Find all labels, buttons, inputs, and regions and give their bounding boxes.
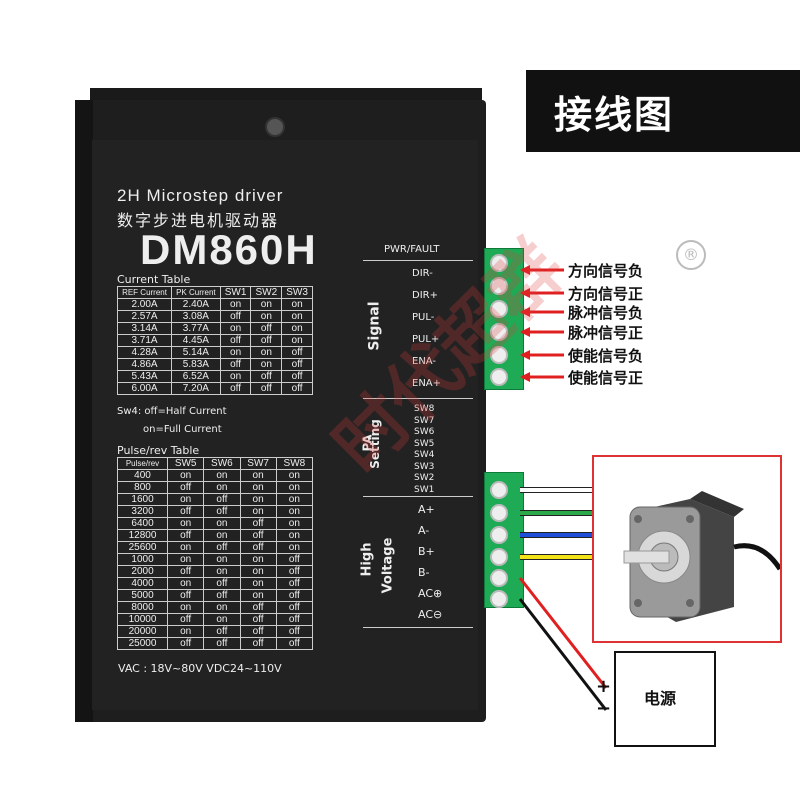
dip-switch-label: SW6 xyxy=(414,427,435,437)
table-cell: off xyxy=(275,637,314,650)
hv-pin-label: A+ xyxy=(418,503,435,516)
signal-arrow-head-icon xyxy=(520,265,530,275)
divider xyxy=(363,627,473,628)
dip-switch-label: SW3 xyxy=(414,461,435,472)
signal-arrow-head-icon xyxy=(520,288,530,298)
signal-pin-label: PUL+ xyxy=(412,334,440,345)
dip-switch-label: SW5 xyxy=(414,438,435,449)
signal-description-label: 方向信号负 xyxy=(568,262,644,280)
driver-subtitle: 数字步进电机驱动器 xyxy=(117,211,280,230)
dip-switch-label: SW4 xyxy=(414,450,435,460)
divider xyxy=(363,398,473,399)
signal-pin-label: DIR- xyxy=(412,268,433,279)
table-cell: off xyxy=(167,637,205,650)
power-supply-box: 电源 xyxy=(614,651,716,747)
power-plus-sign: + xyxy=(596,676,612,697)
terminal-screw-icon xyxy=(490,590,508,608)
table-cell: off xyxy=(239,637,277,650)
signal-terminal-block xyxy=(484,248,524,390)
signal-description-label: 使能信号负 xyxy=(568,347,644,365)
dip-switch-label: SW1 xyxy=(414,484,435,495)
sw4-note-2: on=Full Current xyxy=(143,424,222,435)
divider xyxy=(363,496,473,497)
signal-arrow-head-icon xyxy=(520,327,530,337)
signal-pin-label: PUL- xyxy=(412,312,435,323)
table-cell: off xyxy=(250,382,283,395)
hv-pin-label: A- xyxy=(418,524,430,537)
pulse-table-title: Pulse/rev Table xyxy=(117,444,200,457)
stepper-motor-icon xyxy=(623,491,783,622)
terminal-screw-icon xyxy=(490,548,508,566)
stepper-motor-image xyxy=(592,455,783,643)
registered-mark-icon: ® xyxy=(676,240,706,270)
mounting-screw-icon xyxy=(265,117,285,137)
table-cell: off xyxy=(281,382,313,395)
banner-title: 接线图 xyxy=(554,93,675,137)
driver-side-edge xyxy=(75,100,93,722)
pwr-fault-label: PWR/FAULT xyxy=(384,244,440,255)
dip-switch-label: SW7 xyxy=(414,415,435,426)
power-minus-sign: − xyxy=(596,698,612,719)
terminal-screw-icon xyxy=(490,254,508,272)
terminal-screw-icon xyxy=(490,277,508,295)
terminal-screw-icon xyxy=(490,569,508,587)
power-wire-positive xyxy=(518,577,608,689)
signal-arrow-head-icon xyxy=(520,350,530,360)
signal-pin-label: DIR+ xyxy=(412,290,438,301)
signal-pin-label: ENA+ xyxy=(412,378,442,389)
terminal-screw-icon xyxy=(490,300,508,318)
divider xyxy=(363,260,473,261)
dip-switch-label: SW8 xyxy=(414,404,435,414)
table-cell: 7.20A xyxy=(171,382,221,395)
signal-arrow-head-icon xyxy=(520,307,530,317)
hv-pin-label: AC⊕ xyxy=(418,587,443,600)
voltage-note: VAC : 18V~80V VDC24~110V xyxy=(118,662,282,675)
brand-line: 2H Microstep driver xyxy=(117,186,284,205)
signal-description-label: 使能信号正 xyxy=(568,369,644,387)
table-cell: 6.00A xyxy=(116,382,173,395)
dip-switch-label: SW2 xyxy=(414,473,435,483)
model-name: DM860H xyxy=(140,226,318,273)
sw4-note-1: Sw4: off=Half Current xyxy=(117,406,227,417)
power-wire-negative xyxy=(518,598,608,711)
terminal-screw-icon xyxy=(490,323,508,341)
hv-pin-label: AC⊖ xyxy=(418,608,443,621)
terminal-screw-icon xyxy=(490,481,508,499)
signal-pin-label: ENA- xyxy=(412,356,437,367)
hv-pin-label: B- xyxy=(418,566,430,579)
power-label: 电源 xyxy=(644,689,677,708)
terminal-screw-icon xyxy=(490,346,508,364)
signal-description-label: 脉冲信号正 xyxy=(568,324,644,342)
terminal-screw-icon xyxy=(490,526,508,544)
current-table-title: Current Table xyxy=(117,273,191,286)
signal-description-label: 方向信号正 xyxy=(568,285,644,303)
terminal-screw-icon xyxy=(490,504,508,522)
title-banner: 接线图 xyxy=(526,70,800,152)
signal-description-label: 脉冲信号负 xyxy=(568,304,644,322)
terminal-screw-icon xyxy=(490,368,508,386)
signal-arrow-head-icon xyxy=(520,372,530,382)
hv-pin-label: B+ xyxy=(418,545,435,558)
